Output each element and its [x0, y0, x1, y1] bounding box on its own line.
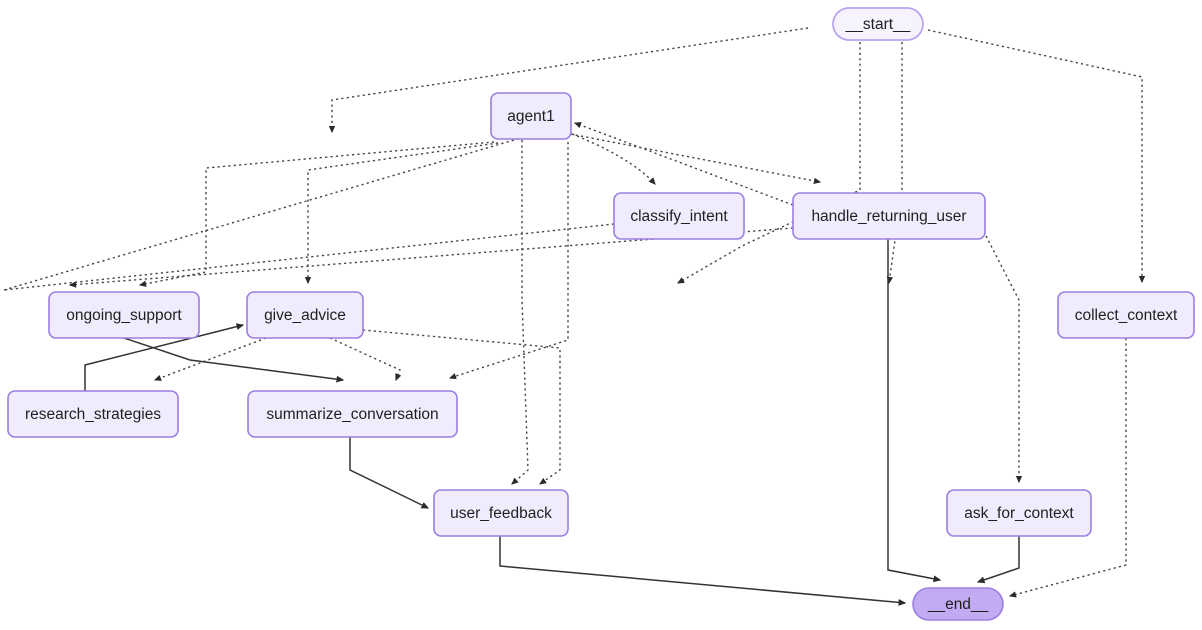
node-handle_returning_user[interactable]: handle_returning_user [792, 192, 986, 240]
edge-start-to-collect_context [927, 29, 1146, 284]
node-shape-ask_for_context[interactable] [946, 489, 1092, 537]
edge-give_advice-to-user_feedback [362, 329, 561, 485]
edge-handle_returning_user-to-agent1 [573, 122, 794, 206]
edge-handle_returning_user-to-ask_for_context [985, 235, 1023, 484]
node-shape-classify_intent[interactable] [613, 192, 745, 240]
edge-collect_context-to-end [1008, 338, 1127, 598]
node-classify_intent[interactable]: classify_intent [613, 192, 745, 240]
node-label-give_advice: give_advice [264, 307, 346, 324]
edge-start-to-classify_intent [676, 42, 861, 284]
node-shape-user_feedback[interactable] [433, 489, 569, 537]
node-layer: __start__ agent1 classify_intent handle_ret… [7, 7, 1195, 621]
node-summarize_conversation[interactable]: summarize_conversation [247, 390, 458, 438]
edge-give_advice-to-research_strategies [153, 337, 267, 381]
edge-summarize_conversation-to-user_feedback [349, 437, 430, 509]
node-user_feedback[interactable]: user_feedback [433, 489, 569, 537]
node-shape-research_strategies[interactable] [7, 390, 179, 438]
edge-start-to-handle_returning_user [886, 42, 903, 285]
node-label-ask_for_context: ask_for_context [964, 505, 1074, 522]
node-label-agent1: agent1 [507, 108, 554, 125]
node-shape-give_advice[interactable] [246, 291, 364, 339]
node-label-handle_returning_user: handle_returning_user [811, 208, 966, 225]
node-label-summarize_conversation: summarize_conversation [266, 406, 438, 423]
edge-agent1-to-ongoing_support [138, 141, 495, 287]
node-shape-ongoing_support[interactable] [48, 291, 200, 339]
node-shape-handle_returning_user[interactable] [792, 192, 986, 240]
edge-classify_intent-to-agent1 [3, 125, 615, 291]
node-collect_context[interactable]: collect_context [1057, 291, 1195, 339]
node-shape-agent1[interactable] [490, 92, 572, 140]
node-agent1[interactable]: agent1 [490, 92, 572, 140]
edge-give_advice-to-summarize_conversation [329, 337, 402, 382]
node-label-end: __end__ [927, 596, 989, 613]
edge-handle_returning_user-to-end [887, 239, 942, 583]
edge-ask_for_context-to-end [976, 536, 1020, 584]
node-shape-end[interactable] [912, 587, 1004, 621]
node-give_advice[interactable]: give_advice [246, 291, 364, 339]
node-end[interactable]: __end__ [912, 587, 1004, 621]
node-label-ongoing_support: ongoing_support [66, 307, 182, 324]
edge-agent1-to-handle_returning_user [564, 132, 822, 184]
node-label-start: __start__ [845, 16, 911, 33]
edge-agent1-to-classify_intent [561, 129, 656, 185]
edge-user_feedback-to-end [499, 536, 907, 606]
node-research_strategies[interactable]: research_strategies [7, 390, 179, 438]
node-shape-collect_context[interactable] [1057, 291, 1195, 339]
node-shape-summarize_conversation[interactable] [247, 390, 458, 438]
node-label-user_feedback: user_feedback [450, 505, 552, 522]
node-start[interactable]: __start__ [832, 7, 924, 41]
edge-agent1-to-summarize_conversation [448, 142, 569, 380]
node-label-collect_context: collect_context [1075, 307, 1178, 324]
node-ask_for_context[interactable]: ask_for_context [946, 489, 1092, 537]
edge-agent1-to-user_feedback [511, 140, 529, 485]
node-ongoing_support[interactable]: ongoing_support [48, 291, 200, 339]
edge-agent1-to-give_advice [304, 142, 499, 285]
node-label-classify_intent: classify_intent [630, 208, 728, 225]
edge-ongoing_support-to-summarize_conversation [123, 337, 345, 383]
node-shape-start[interactable] [832, 7, 924, 41]
edge-start-to-agent1 [328, 27, 809, 134]
node-label-research_strategies: research_strategies [25, 406, 161, 423]
